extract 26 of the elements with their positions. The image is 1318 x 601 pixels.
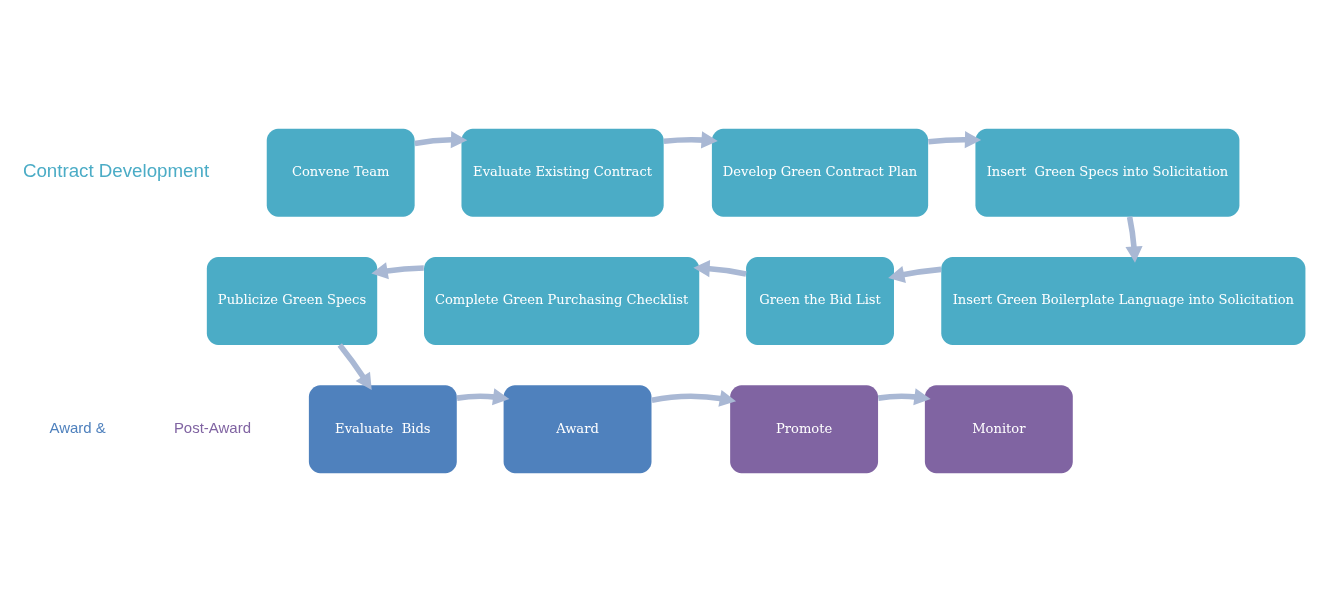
node-box: Promote — [730, 384, 879, 473]
node-box: Publicize Green Specs — [206, 256, 378, 345]
arrow — [414, 130, 468, 148]
node-box: Complete Green Purchasing Checklist — [424, 256, 700, 345]
node-box: Evaluate Bids — [308, 384, 457, 473]
arrow — [693, 259, 747, 277]
node-box: Convene Team — [266, 128, 415, 217]
arrow — [371, 261, 424, 279]
arrow — [663, 130, 718, 148]
node-box: Green the Bid List — [746, 256, 894, 345]
node-box: Develop Green Contract Plan — [711, 128, 929, 217]
arrow — [456, 387, 510, 405]
node-box: Insert Green Boilerplate Language into Solicitation — [941, 256, 1306, 345]
label: Post-Award — [173, 418, 251, 436]
arrow — [877, 387, 931, 405]
node-box: Monitor — [924, 384, 1073, 473]
arrow — [928, 130, 982, 148]
label: Award & — [49, 418, 106, 436]
node-box: Award — [503, 384, 652, 473]
node-box: Evaluate Existing Contract — [461, 128, 664, 217]
arrow — [888, 265, 942, 283]
arrow — [651, 389, 737, 407]
arrow — [337, 342, 372, 390]
arrow — [1125, 215, 1143, 263]
node-box: Insert Green Specs into Solicitation — [975, 128, 1240, 217]
label: Contract Development — [22, 159, 210, 181]
